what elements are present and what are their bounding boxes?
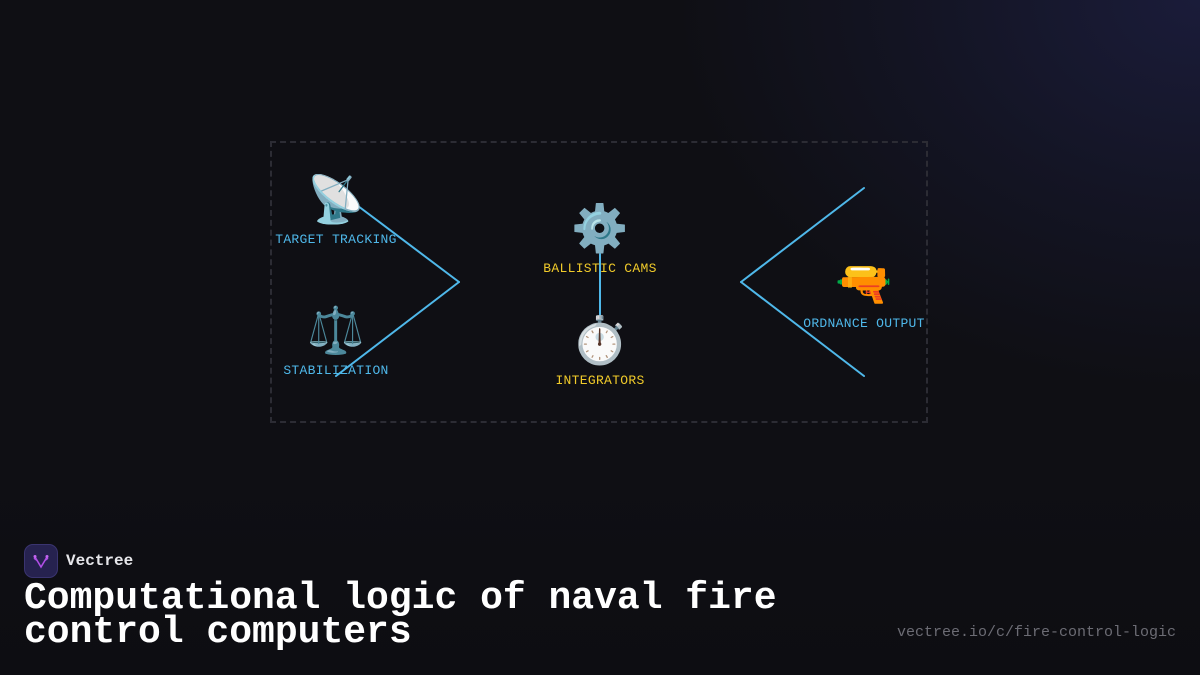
node-label: TARGET TRACKING (275, 232, 397, 247)
node-stabilization[interactable]: ⚖️ STABILIZATION (283, 303, 388, 378)
page-title: Computational logic of naval fire contro… (24, 577, 777, 654)
brand: Vectree (24, 544, 133, 578)
brand-name: Vectree (66, 552, 134, 570)
node-label: INTEGRATORS (555, 373, 645, 388)
node-ordnance-output[interactable]: 🔫 ORDNANCE OUTPUT (803, 256, 925, 331)
diagram-frame (270, 141, 928, 423)
satellite-antenna-icon: 📡 (307, 172, 365, 226)
node-ballistic-cams[interactable]: ⚙️ BALLISTIC CAMS (543, 201, 656, 276)
node-integrators[interactable]: ⏱️ INTEGRATORS (555, 313, 644, 388)
node-label: STABILIZATION (283, 363, 389, 378)
node-target-tracking[interactable]: 📡 TARGET TRACKING (275, 172, 397, 247)
balance-scale-icon: ⚖️ (307, 303, 365, 357)
page-url[interactable]: vectree.io/c/fire-control-logic (896, 624, 1176, 641)
node-label: BALLISTIC CAMS (543, 261, 657, 276)
stopwatch-icon: ⏱️ (571, 313, 629, 367)
node-label: ORDNANCE OUTPUT (803, 316, 925, 331)
gear-icon: ⚙️ (571, 201, 629, 255)
vectree-logo-icon (24, 544, 58, 578)
water-pistol-icon: 🔫 (835, 256, 893, 310)
